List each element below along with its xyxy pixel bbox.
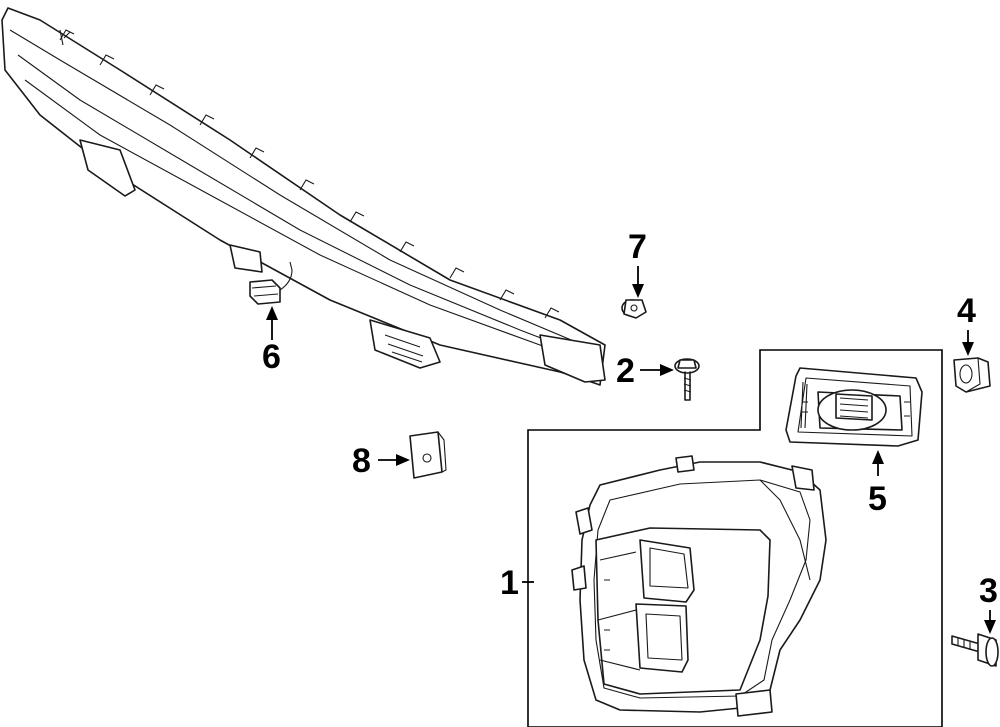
assembly-group-outline [527, 349, 943, 727]
flange-bolt-icon [951, 633, 999, 667]
callout-label-2: 2 [616, 352, 635, 390]
push-clip-icon [621, 299, 647, 319]
callout-2: 2 [616, 352, 674, 390]
callout-6: 6 [262, 306, 281, 376]
connector-icon [249, 261, 293, 305]
callout-8: 8 [352, 442, 410, 480]
callout-1: 1 [500, 564, 534, 602]
callout-3: 3 [979, 572, 998, 634]
headlamp-control-module-icon [785, 367, 923, 447]
flange-bolt-icon [674, 358, 700, 401]
headlamp-assembly-icon [571, 455, 827, 717]
callout-label-3: 3 [979, 572, 998, 610]
bracket-clip-icon [409, 431, 447, 479]
bumper-reinforcement-icon [1, 7, 606, 386]
callout-7: 7 [628, 228, 647, 298]
callout-4: 4 [957, 292, 976, 356]
callout-5: 5 [868, 450, 887, 518]
callout-label-5: 5 [868, 480, 887, 518]
callout-label-4: 4 [957, 292, 976, 330]
callout-label-6: 6 [262, 338, 281, 376]
callout-label-8: 8 [352, 442, 371, 480]
nut-clip-icon [953, 357, 991, 393]
callout-label-7: 7 [628, 228, 647, 266]
callout-label-1: 1 [500, 564, 519, 602]
